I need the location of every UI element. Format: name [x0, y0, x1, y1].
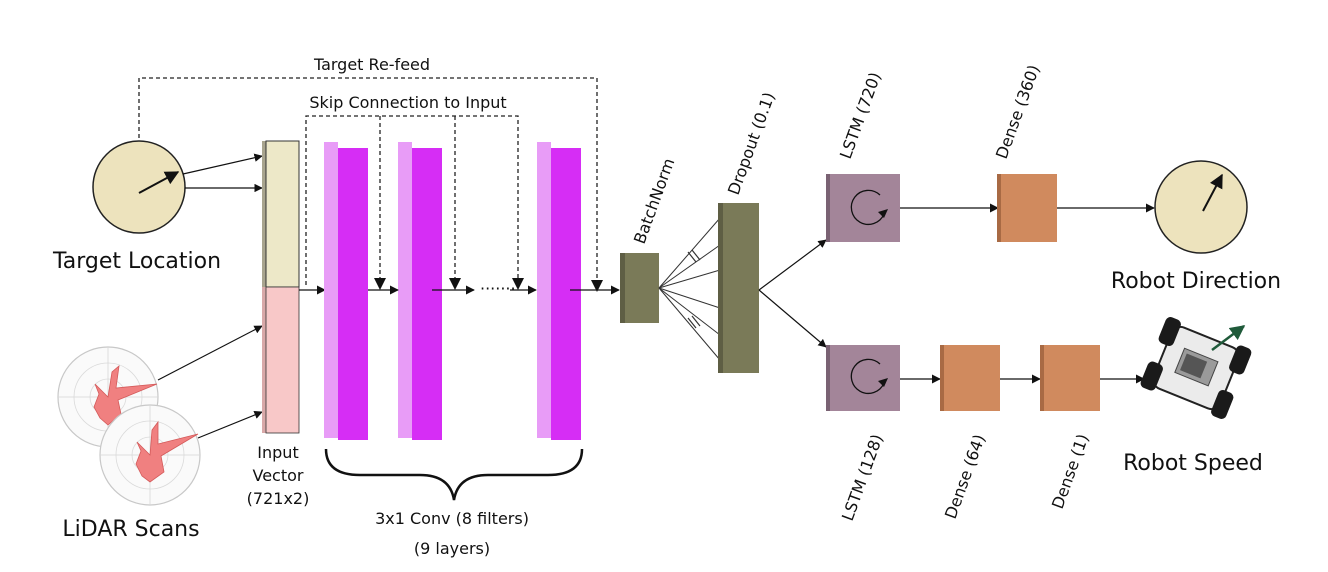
conv-layer-last: [537, 142, 581, 440]
target-location-label: Target Location: [52, 249, 221, 274]
dropout-to-lstm-top-arrow: [758, 239, 827, 291]
lidar-to-input-arrow-2: [197, 410, 263, 439]
lstm-top-block: [826, 174, 900, 242]
skip-connection-lines: [305, 115, 519, 285]
dense-360-block: [997, 174, 1057, 242]
dropout-block: [718, 203, 759, 373]
dropout-label: Dropout (0.1): [724, 90, 779, 198]
batchnorm-block: [620, 253, 659, 323]
conv-brace: [324, 448, 584, 501]
dense-64-label: Dense (64): [941, 432, 989, 522]
skip-arrowhead-1: [374, 278, 386, 290]
input-vector-block: [262, 140, 300, 434]
robot-speed-label: Robot Speed: [1123, 451, 1263, 476]
lstm-top-label: LSTM (720): [836, 70, 885, 162]
robot-direction-dial: [1154, 160, 1248, 254]
conv-label-2: (9 layers): [414, 539, 490, 558]
lstm-bottom-label: LSTM (128): [838, 432, 887, 524]
batchnorm-label: BatchNorm: [630, 156, 679, 247]
input-vector-label-2: Vector: [253, 466, 304, 485]
robot-heading-arrow: [1211, 325, 1246, 351]
skip-connection-label: Skip Connection to Input: [309, 93, 506, 112]
target-refeed-label: Target Re-feed: [313, 55, 430, 74]
dropout-connections: [658, 217, 721, 361]
target-to-input-arrow-1: [182, 153, 263, 175]
lidar-to-input-arrow-1: [157, 325, 263, 381]
dense-1-label: Dense (1): [1048, 431, 1093, 511]
dense-64-block: [940, 345, 1000, 411]
dense-360-label: Dense (360): [992, 62, 1044, 161]
skip-arrowhead-2: [449, 278, 461, 290]
dropout-to-lstm-bottom-arrow: [758, 289, 827, 348]
input-vector-label-3: (721x2): [247, 489, 310, 508]
input-vector-label-1: Input: [257, 443, 298, 462]
target-refeed-line: [138, 77, 598, 288]
lidar-scans-label: LiDAR Scans: [62, 517, 199, 542]
target-location-dial: [92, 140, 186, 234]
conv-label-1: 3x1 Conv (8 filters): [375, 509, 529, 528]
lidar-scan-plot-2: [99, 404, 201, 506]
dropout-cut-marks: [687, 249, 701, 329]
target-refeed-arrowhead: [591, 280, 603, 292]
skip-arrowhead-3: [512, 278, 524, 290]
conv-layer-2: [398, 142, 442, 440]
lstm-bottom-block: [826, 345, 900, 411]
dense-1-block: [1040, 345, 1100, 411]
conv-ellipsis: ·······: [480, 279, 516, 298]
conv-layer-1: [324, 142, 368, 440]
robot-direction-label: Robot Direction: [1111, 269, 1281, 294]
